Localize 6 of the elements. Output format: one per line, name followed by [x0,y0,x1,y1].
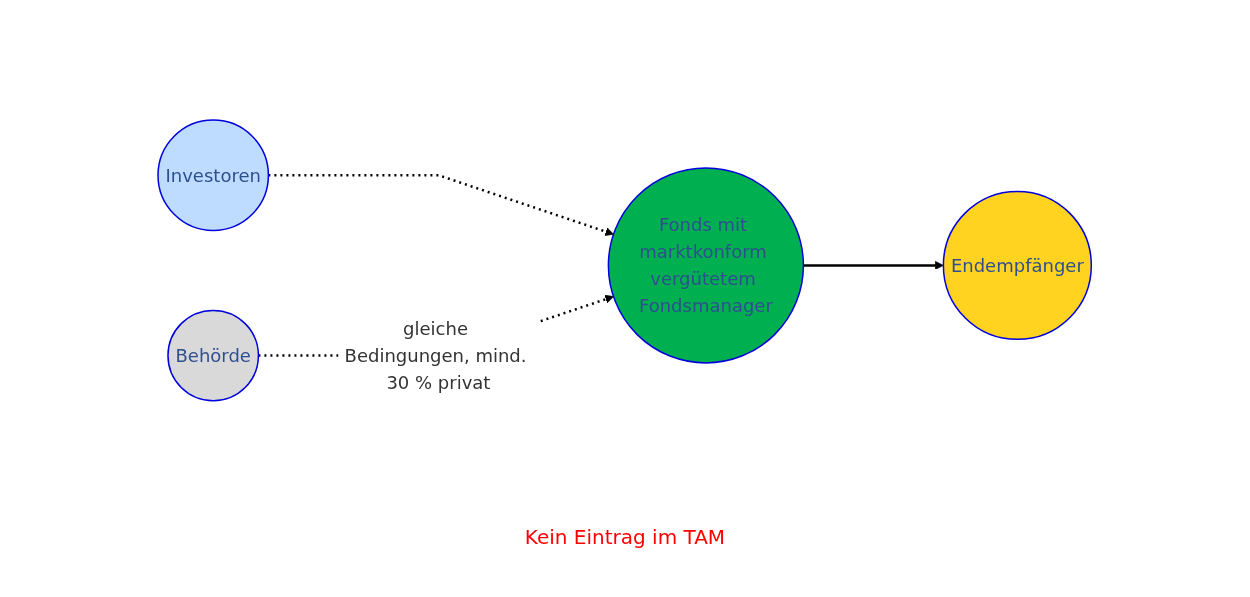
edge-label: gleiche Bedingungen, mind. 30 % privat [344,317,527,393]
note-text: Kein Eintrag im TAM [524,525,726,549]
node-circle: Endempfänger [943,190,1093,340]
node-circle: Investoren [157,118,270,231]
node-circle: Fonds mit marktkonform vergütetem Fondsmanager [608,166,805,364]
node-circle: Behörde [167,309,260,402]
